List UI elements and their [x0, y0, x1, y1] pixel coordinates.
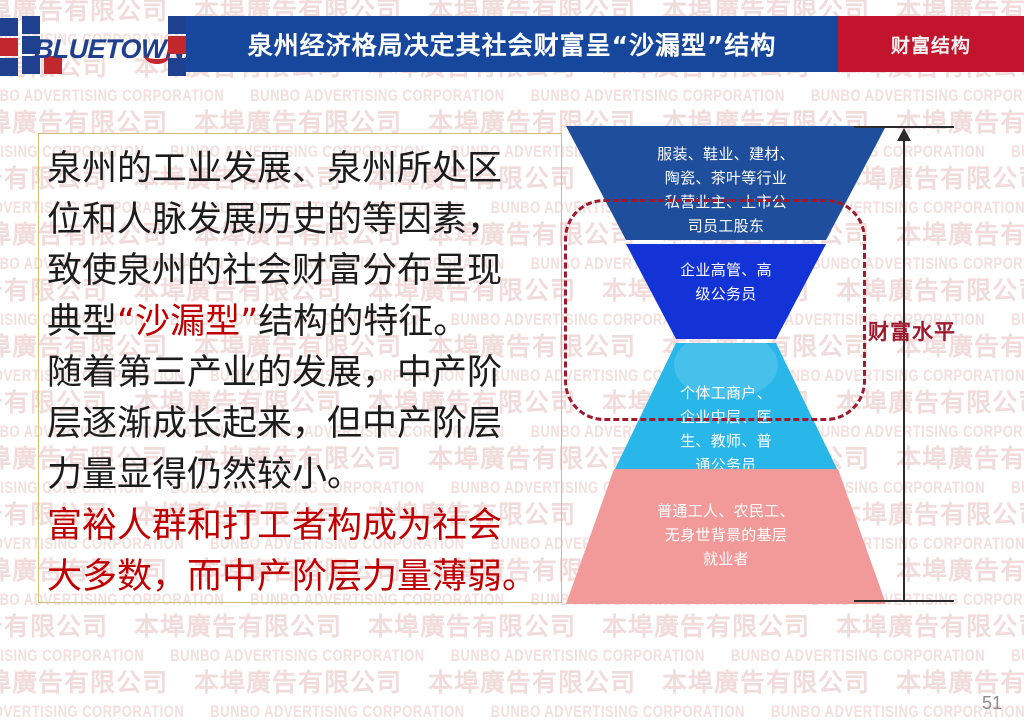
tier-3-label-line-2: 企业中层、医 [680, 408, 772, 426]
paragraph-3-line-2: 大多数，而中产阶层力量薄弱。 [47, 557, 538, 597]
logo-square [168, 36, 186, 54]
tier-4-label-line-2: 无身世背景的基层 [664, 526, 788, 544]
tier-4-label: 普通工人、农民工、 无身世背景的基层 就业者 [566, 499, 886, 571]
page-number: 51 [981, 693, 1002, 713]
axis-cap-top [854, 126, 954, 128]
slide-header: BLUETOWN蓝城 泉州经济格局决定其社会财富呈“沙漏型”结构 财富结构 [0, 16, 1024, 76]
tier-1-label-line-4: 司员工股东 [687, 217, 765, 235]
watermark-text-cn: 本埠廣告有限公司 [836, 612, 1024, 641]
watermark-text-cn: 本埠廣告有限公司 [134, 612, 343, 641]
tier-2-label: 企业高管、高 级公务员 [566, 258, 886, 306]
paragraph-1-line-2: 位和人脉发展历史的等因素， [47, 200, 503, 240]
paragraph-1-line-4c: 结构的特征。 [258, 302, 469, 342]
paragraph-3-line-1: 富裕人群和打工者构成为社会 [47, 506, 503, 546]
paragraph-3: 富裕人群和打工者构成为社会 大多数，而中产阶层力量薄弱。 [47, 501, 555, 603]
watermark-row: BUNBO ADVERTISING CORPORATION BUNBO ADVER… [0, 76, 1024, 114]
slide-title-bar: 泉州经济格局决定其社会财富呈“沙漏型”结构 [186, 16, 838, 72]
tier-4-label-line-3: 就业者 [703, 550, 749, 568]
axis-arrow-icon [897, 128, 911, 141]
paragraph-1-line-1: 泉州的工业发展、泉州所处区 [47, 149, 503, 189]
watermark-text-en: BUNBO ADVERTISING CORPORATION [0, 645, 145, 665]
middle-class-highlight-box [564, 199, 866, 421]
paragraph-2-line-3: 力量显得仍然较小。 [47, 455, 363, 495]
watermark-text-en: BUNBO ADVERTISING CORPORATION [1011, 645, 1024, 665]
watermark-text-cn: 本埠廣告有限公司 [0, 612, 109, 641]
paragraph-1-line-3: 致使泉州的社会财富分布呈现 [47, 251, 503, 291]
tier-3-shape [614, 343, 838, 471]
tier-1-label: 服装、鞋业、建材、 陶瓷、茶叶等行业 私营业主、上市公 司员工股东 [566, 142, 886, 238]
bluetown-logo: BLUETOWN蓝城 [0, 12, 233, 76]
logo-square [0, 18, 18, 36]
watermark-text-en: BUNBO ADVERTISING CORPORATION [490, 701, 745, 721]
tier-1-label-line-1: 服装、鞋业、建材、 [657, 145, 795, 163]
axis-line [903, 136, 905, 602]
logo-square [44, 56, 62, 74]
watermark-row: BUNBO ADVERTISING CORPORATION BUNBO ADVER… [0, 636, 1024, 674]
watermark-text-en: BUNBO ADVERTISING CORPORATION [250, 85, 505, 105]
logo-square [22, 36, 40, 54]
paragraph-2: 随着第三产业的发展，中产阶 层逐渐成长起来，但中产阶层 力量显得仍然较小。 [47, 348, 555, 501]
watermark-text-en: BUNBO ADVERTISING CORPORATION [1011, 141, 1024, 161]
logo-square [0, 38, 18, 56]
watermark-text-en: BUNBO ADVERTISING CORPORATION [170, 645, 425, 665]
watermark-text-en: BUNBO ADVERTISING CORPORATION [1011, 477, 1024, 497]
logo-square [22, 56, 40, 74]
highlight-term-shalou: “沙漏型” [117, 302, 259, 342]
watermark-text-cn: 本埠廣告有限公司 [602, 719, 810, 724]
paragraph-1-line-4a: 典型 [47, 302, 118, 342]
tier-1-label-line-3: 私营业主、上市公 [664, 193, 788, 211]
watermark-text-cn: 本埠廣告有限公司 [368, 719, 576, 724]
chart-tier-2: 企业高管、高 级公务员 [566, 244, 886, 339]
watermark-text-en: BUNBO ADVERTISING CORPORATION [0, 85, 225, 105]
tier-2-shape [626, 244, 826, 339]
watermark-text-en: BUNBO ADVERTISING CORPORATION [450, 645, 705, 665]
watermark-row: 本埠廣告有限公司本埠廣告有限公司本埠廣告有限公司本埠廣告有限公司本埠廣告有限公司… [0, 662, 1024, 700]
axis-label: 财富水平 [868, 320, 956, 344]
wealth-axis: 财富水平 [846, 126, 956, 604]
chart-tier-1: 服装、鞋业、建材、 陶瓷、茶叶等行业 私营业主、上市公 司员工股东 [566, 126, 886, 240]
section-tag-label: 财富结构 [890, 34, 971, 57]
paragraph-2-line-2: 层逐渐成长起来，但中产阶层 [47, 404, 503, 444]
watermark-text-en: BUNBO ADVERTISING CORPORATION [1011, 309, 1024, 329]
tier-3-label-line-1: 个体工商户、 [680, 384, 772, 402]
watermark-text-cn: 本埠廣告有限公司 [194, 668, 403, 697]
logo-swoosh-icon [144, 46, 170, 64]
watermark-text-cn: 本埠廣告有限公司 [0, 719, 108, 724]
section-tag-bar: 财富结构 [838, 16, 1024, 72]
hourglass-chart: 服装、鞋业、建材、 陶瓷、茶叶等行业 私营业主、上市公 司员工股东 企业高管、高… [564, 126, 955, 604]
watermark-row: BUNBO ADVERTISING CORPORATION BUNBO ADVER… [0, 692, 1024, 724]
tier-4-label-line-1: 普通工人、农民工、 [657, 502, 795, 520]
watermark-text-cn: 本埠廣告有限公司 [134, 719, 342, 724]
logo-square [22, 16, 40, 34]
paragraph-2-line-1: 随着第三产业的发展，中产阶 [47, 353, 503, 393]
watermark-text-cn: 本埠廣告有限公司 [368, 612, 577, 641]
chart-tier-4: 普通工人、农民工、 无身世背景的基层 就业者 [566, 469, 886, 604]
watermark-text-en: BUNBO ADVERTISING CORPORATION [0, 701, 185, 721]
watermark-row: 本埠廣告有限公司 本埠廣告有限公司 本埠廣告有限公司 本埠廣告有限公司 本埠廣告有限公司… [0, 718, 1024, 724]
watermark-text-en: BUNBO ADVERTISING CORPORATION [530, 85, 785, 105]
tier-4-shape [566, 469, 886, 604]
watermark-text-cn: 本埠廣告有限公司 [602, 612, 811, 641]
tier-3-label-line-3: 生、教师、普 [680, 432, 772, 450]
watermark-text-cn: 本埠廣告有限公司 [0, 668, 169, 697]
watermark-text-en: BUNBO ADVERTISING CORPORATION [810, 85, 1024, 105]
logo-square [168, 58, 186, 76]
watermark-text-cn: 本埠廣告有限公司 [896, 668, 1024, 697]
tier-1-shape [566, 126, 886, 240]
paragraph-1: 泉州的工业发展、泉州所处区 位和人脉发展历史的等因素， 致使泉州的社会财富分布呈… [47, 144, 555, 348]
watermark-text-cn: 本埠廣告有限公司 [836, 719, 1024, 724]
watermark-text-en: BUNBO ADVERTISING CORPORATION [210, 701, 465, 721]
slide-title: 泉州经济格局决定其社会财富呈“沙漏型”结构 [247, 31, 777, 60]
tier-2-label-line-1: 企业高管、高 [680, 261, 772, 279]
logo-square [0, 58, 18, 76]
tier-2-label-line-2: 级公务员 [695, 285, 757, 303]
watermark-text-en: BUNBO ADVERTISING CORPORATION [730, 645, 986, 665]
watermark-text-cn: 本埠廣告有限公司 [428, 668, 637, 697]
watermark-row: 本埠廣告有限公司本埠廣告有限公司本埠廣告有限公司本埠廣告有限公司本埠廣告有限公司… [0, 606, 1024, 644]
text-panel: 泉州的工业发展、泉州所处区 位和人脉发展历史的等因素， 致使泉州的社会财富分布呈… [38, 133, 562, 603]
watermark-text-cn: 本埠廣告有限公司 [662, 668, 871, 697]
tier-1-label-line-2: 陶瓷、茶叶等行业 [664, 169, 788, 187]
logo-square [168, 16, 186, 34]
